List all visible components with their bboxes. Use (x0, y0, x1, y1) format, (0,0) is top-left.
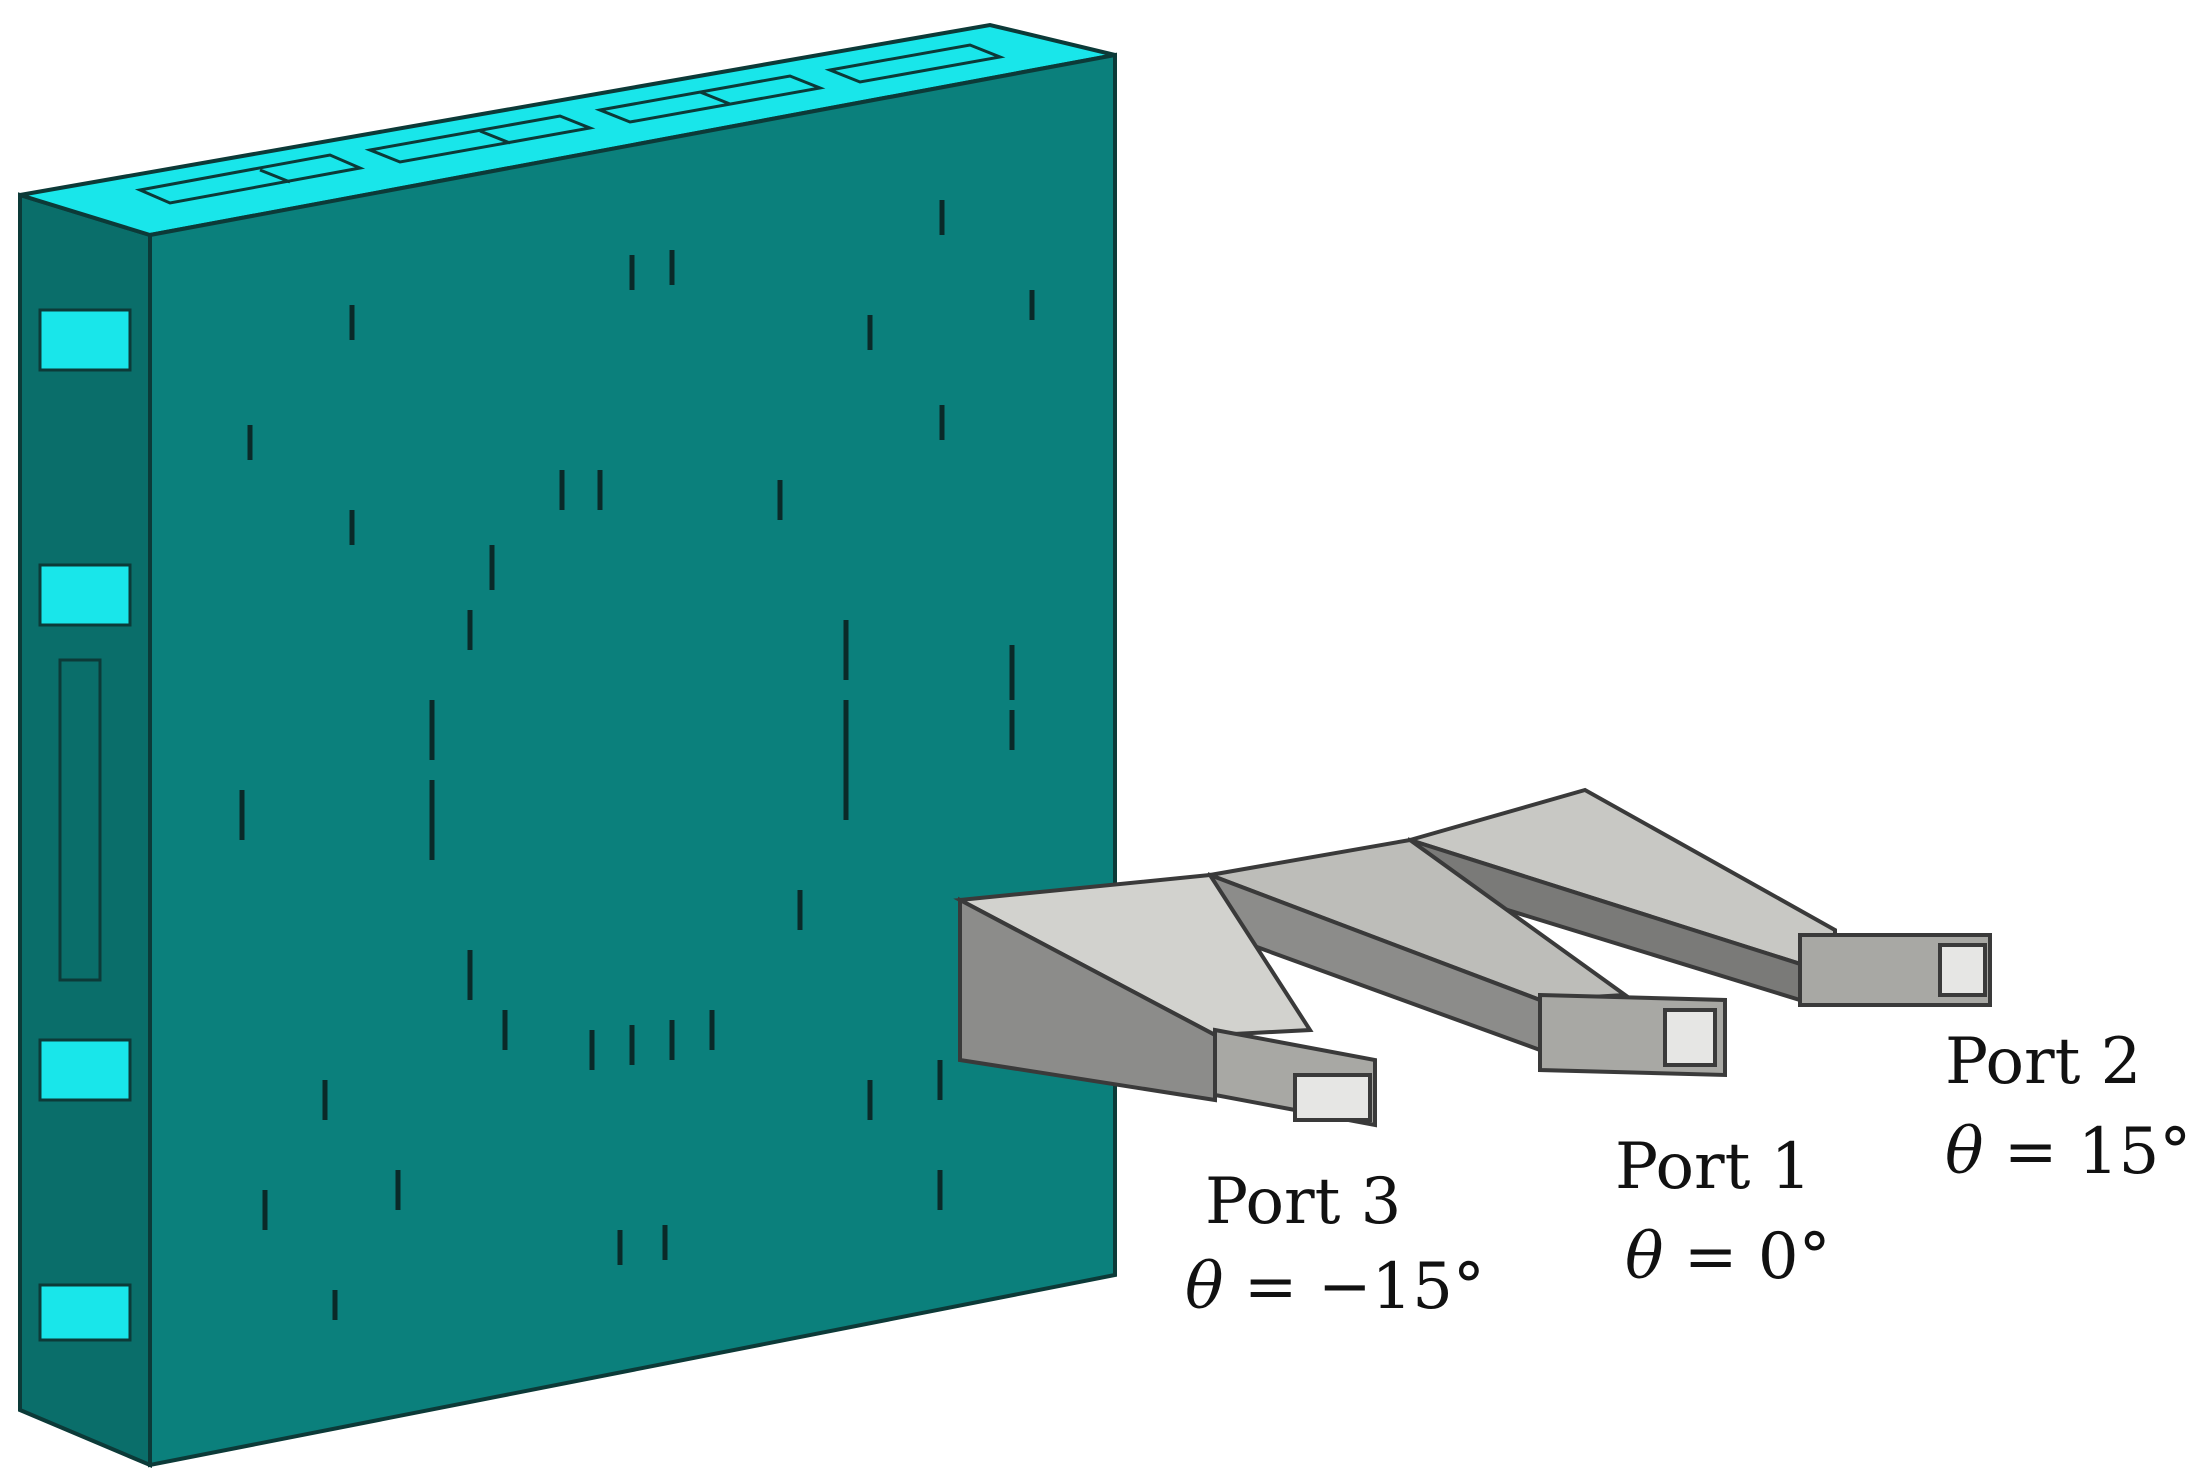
port2-theta-symbol: θ (1945, 1115, 1984, 1189)
port3-label: Port 3 (1205, 1165, 1402, 1239)
port3-angle-value: = −15° (1223, 1250, 1485, 1324)
port2-angle: θ = 15° (1945, 1120, 2191, 1184)
metasurface-panel (18, 22, 1117, 1469)
port2-angle-value: = 15° (1983, 1115, 2192, 1189)
port3-angle: θ = −15° (1185, 1255, 1485, 1319)
horn-antenna-port1 (1202, 837, 1727, 1078)
port2-label: Port 2 (1945, 1025, 2142, 1099)
panel-front-unit-cells (239, 200, 1035, 1320)
port3-theta-symbol: θ (1185, 1250, 1224, 1324)
panel-front-face (148, 52, 1117, 1468)
port1-angle: θ = 0° (1625, 1225, 1831, 1289)
port1-angle-value: = 0° (1663, 1220, 1831, 1294)
port1-theta-symbol: θ (1625, 1220, 1664, 1294)
port1-label: Port 1 (1615, 1130, 1812, 1204)
horn-antenna-port3 (953, 872, 1377, 1128)
panel-top-slots (134, 43, 1006, 205)
panel-side-slots (38, 308, 132, 1342)
